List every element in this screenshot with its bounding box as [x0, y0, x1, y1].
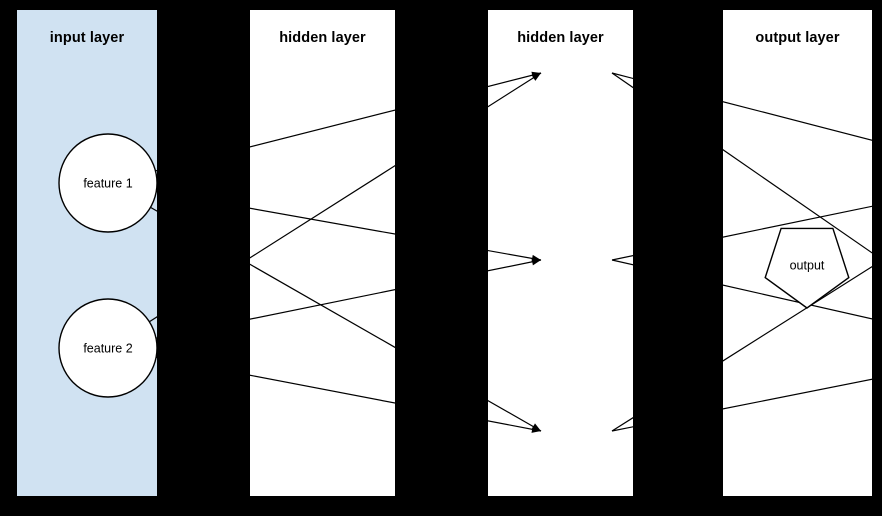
panel-title-hidden-layer-2: hidden layer [517, 30, 604, 46]
panel-hidden-layer-1: hidden layer neuronneuronneuron [250, 10, 395, 496]
panel-title-output-layer: output layer [755, 30, 840, 46]
arrow-head-icon [531, 425, 541, 433]
panel-input-layer: input layer feature 1 feature 2 [17, 10, 157, 496]
node-output-node[interactable] [764, 227, 850, 309]
connection-edge [250, 109, 395, 148]
connection-edge [250, 207, 395, 235]
connection-edge [488, 259, 542, 272]
connection-edge [488, 420, 542, 432]
connection-edge [723, 101, 872, 141]
panel-title-hidden-layer-1: hidden layer [279, 30, 366, 46]
connection-edge [488, 249, 542, 261]
panel-title-input-layer: input layer [49, 30, 125, 46]
connection-edge [250, 289, 395, 320]
arrow-head-icon [531, 73, 541, 81]
connection-edge [155, 337, 157, 339]
connection-edge [723, 378, 872, 410]
node-feature-1[interactable] [58, 133, 157, 233]
hidden-layer-1-graphics: neuronneuronneuron [250, 109, 395, 404]
connection-edge [488, 72, 542, 108]
connection-edge [611, 72, 633, 80]
panel-hidden-layer-2: hidden layer neuronneuron [488, 10, 633, 496]
connection-edge [723, 205, 872, 238]
connection-edge [250, 263, 395, 349]
connection-edge [156, 356, 157, 359]
connection-edge [250, 374, 395, 404]
connection-edge [611, 72, 633, 89]
connection-edge [611, 417, 633, 432]
connection-edge [250, 165, 395, 259]
connection-edge [723, 149, 872, 254]
hidden-layer-2-graphics: neuronneuron [488, 71, 633, 433]
arrow-head-icon [531, 258, 541, 266]
panel-output-layer: output layer output [723, 10, 872, 496]
input-layer-graphics: feature 1 feature 2 [58, 133, 157, 398]
connection-edge [611, 426, 633, 432]
connection-edge [723, 266, 872, 362]
node-label-feature-1: feature 1 [83, 176, 132, 190]
node-label-output-node: output [790, 258, 825, 272]
node-feature-2[interactable] [58, 298, 157, 398]
connection-edge [611, 259, 633, 266]
connection-edge [611, 255, 633, 261]
output-layer-graphics: output [723, 101, 872, 410]
connection-edge [155, 169, 157, 172]
connection-edge [488, 399, 542, 432]
node-label-feature-2: feature 2 [83, 341, 132, 355]
connection-edge [723, 284, 872, 320]
connection-edge [156, 190, 157, 193]
connection-edge [488, 72, 542, 88]
